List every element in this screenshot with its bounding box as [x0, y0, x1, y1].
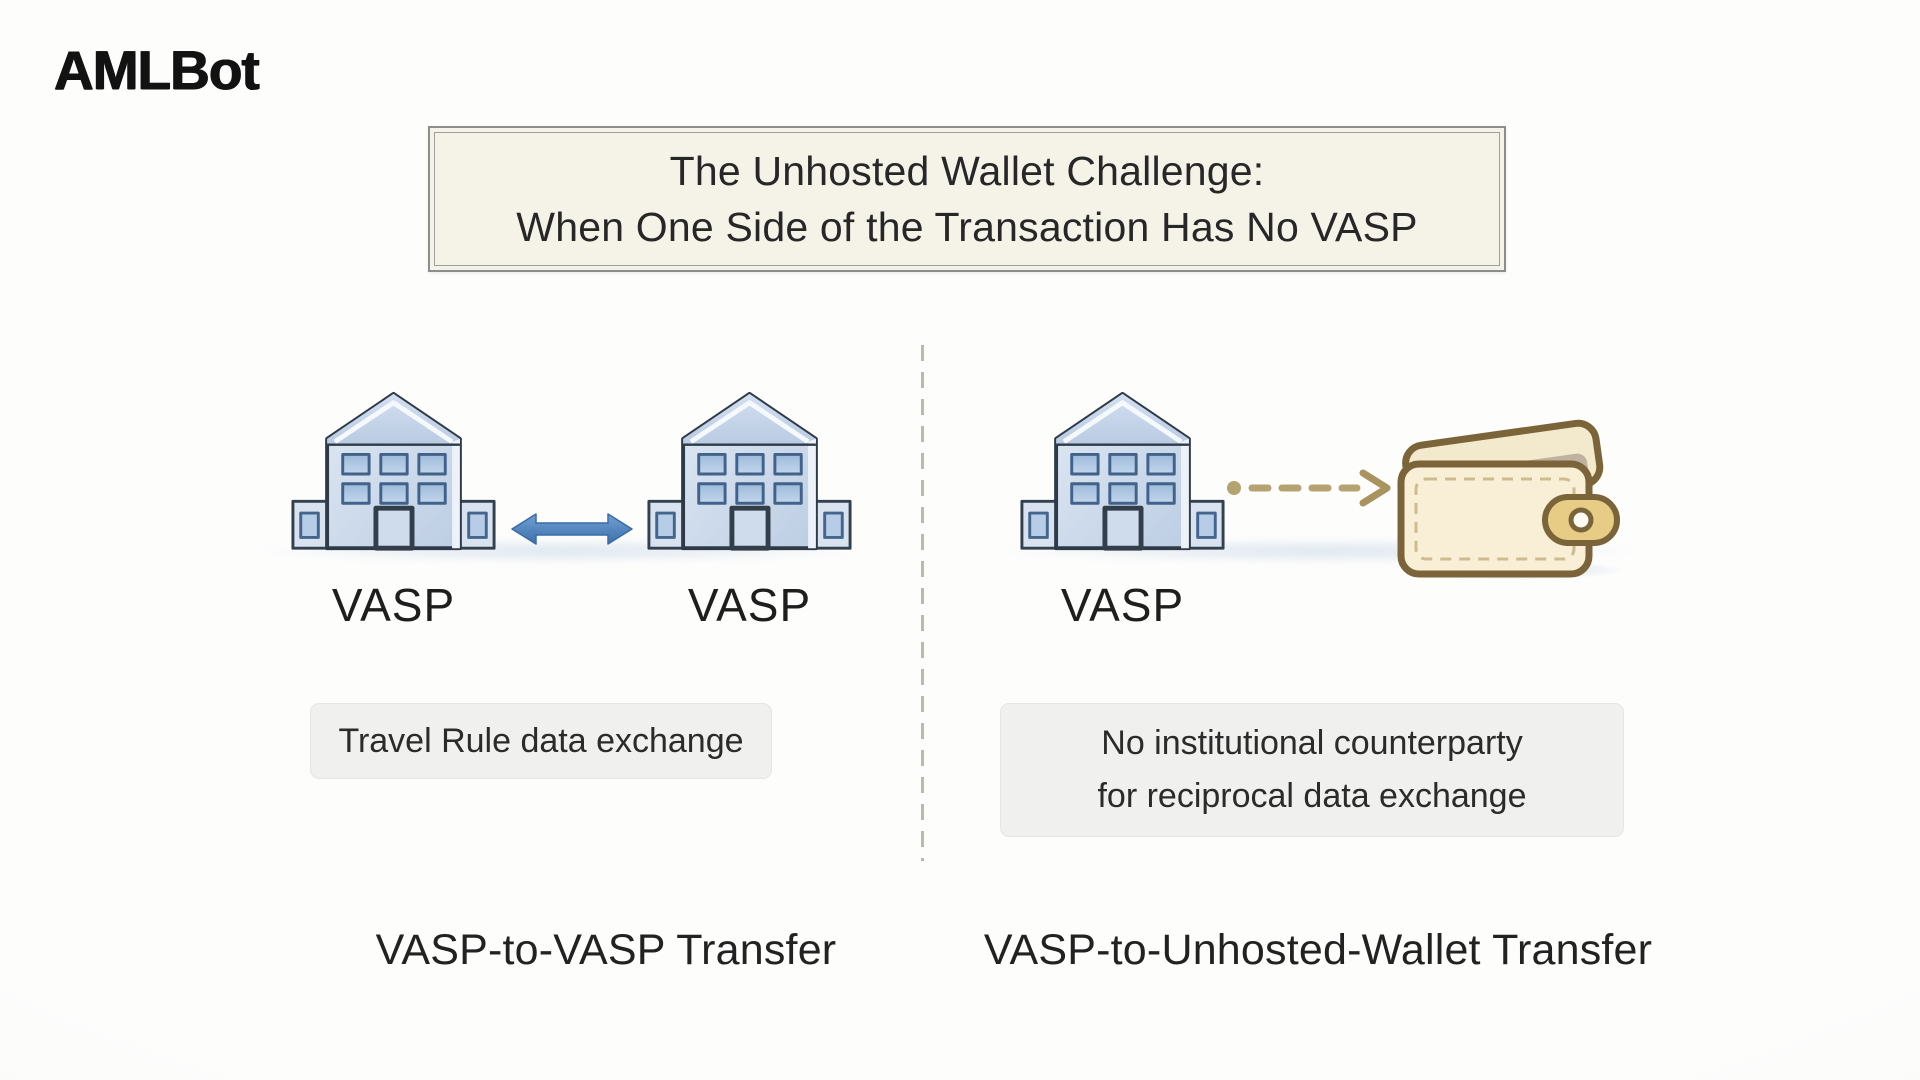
- no-counterparty-label-line-2: for reciprocal data exchange: [1097, 777, 1527, 815]
- title-line-1: The Unhosted Wallet Challenge:: [669, 148, 1265, 194]
- vasp-building-icon: [286, 390, 501, 556]
- bidirectional-arrow-icon: [511, 513, 633, 545]
- vasp-building-icon: [1015, 390, 1230, 556]
- right-caption: VASP-to-Unhosted-Wallet Transfer: [983, 926, 1653, 974]
- no-counterparty-label-box: No institutional counterparty for recipr…: [1000, 703, 1624, 837]
- vasp-building-icon: [642, 390, 857, 556]
- travel-rule-label: Travel Rule data exchange: [338, 721, 744, 760]
- unhosted-wallet-icon: [1397, 419, 1625, 580]
- travel-rule-label-box: Travel Rule data exchange: [310, 703, 772, 779]
- no-counterparty-label-line-1: No institutional counterparty: [1101, 724, 1523, 762]
- title-line-2: When One Side of the Transaction Has No …: [516, 204, 1418, 250]
- one-way-dashed-arrow-icon: [1227, 469, 1391, 507]
- title-banner: The Unhosted Wallet Challenge: When One …: [428, 126, 1506, 272]
- section-divider-dashed-line: [921, 345, 924, 861]
- amlbot-logo: AMLBot: [54, 39, 260, 101]
- left-caption: VASP-to-VASP Transfer: [375, 926, 837, 974]
- vasp-label-right: VASP: [1060, 579, 1185, 631]
- vasp-label-left-1: VASP: [331, 579, 456, 631]
- vasp-label-left-2: VASP: [687, 579, 812, 631]
